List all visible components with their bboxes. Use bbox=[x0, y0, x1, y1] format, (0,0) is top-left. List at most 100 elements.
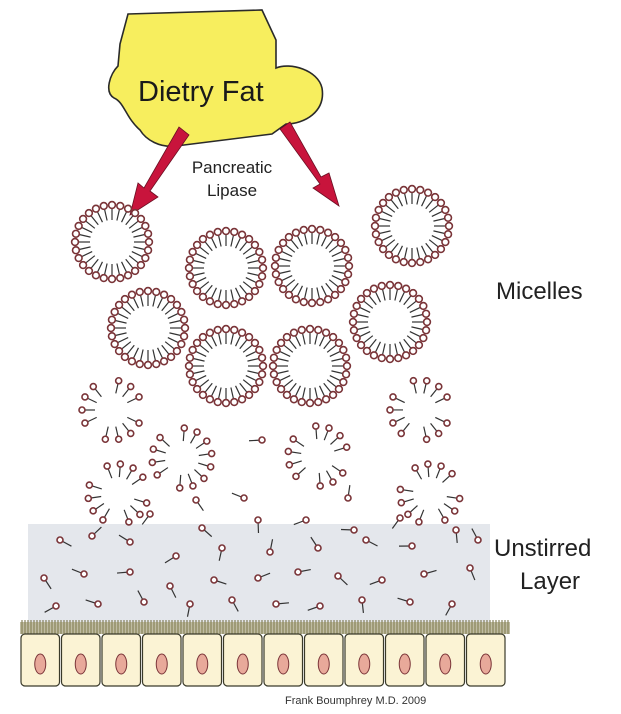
lipid-molecule bbox=[307, 388, 314, 406]
micelle bbox=[72, 202, 153, 283]
lipid-molecule bbox=[412, 465, 421, 479]
lipid-molecule bbox=[145, 288, 152, 306]
lipid-molecule bbox=[317, 473, 323, 489]
lipid-molecule bbox=[188, 474, 196, 489]
lipid-molecule bbox=[398, 499, 413, 506]
lipid-molecule bbox=[390, 394, 405, 403]
enterocyte-cell bbox=[62, 634, 101, 686]
lipid-molecule bbox=[300, 227, 307, 245]
lipid-molecule bbox=[194, 470, 207, 482]
lipid-molecule bbox=[214, 387, 221, 405]
lipid-molecule bbox=[247, 273, 265, 280]
enterocyte-cell bbox=[345, 634, 384, 686]
enterocyte-cell bbox=[467, 634, 506, 686]
micelle bbox=[108, 288, 189, 369]
lipid-molecule bbox=[73, 247, 91, 254]
cell-nucleus bbox=[197, 654, 208, 674]
lipid-molecule bbox=[298, 387, 305, 405]
lipid-molecule bbox=[417, 187, 424, 205]
lipid-molecule bbox=[109, 333, 127, 340]
lipid-molecule bbox=[187, 371, 205, 378]
lipid-molecule bbox=[326, 471, 335, 485]
lipid-molecule bbox=[315, 327, 322, 345]
dissociating-micelle bbox=[397, 461, 462, 525]
lipid-molecule bbox=[232, 493, 247, 501]
lipid-molecule bbox=[136, 289, 143, 307]
lipid-molecule bbox=[248, 363, 266, 370]
lipid-molecule bbox=[351, 327, 369, 334]
lipid-molecule bbox=[317, 227, 324, 245]
lipid-molecule bbox=[409, 186, 416, 204]
lipid-molecule bbox=[231, 387, 238, 405]
lipid-molecule bbox=[196, 438, 210, 448]
lipid-molecule bbox=[334, 263, 352, 270]
lipid-molecule bbox=[124, 510, 132, 525]
micelle bbox=[186, 228, 267, 309]
lipid-molecule bbox=[90, 504, 104, 514]
lipid-molecule bbox=[333, 271, 351, 278]
lipid-molecule bbox=[271, 371, 289, 378]
lipid-molecule bbox=[169, 316, 187, 323]
lipid-molecule bbox=[86, 482, 101, 489]
dissociating-micelle bbox=[285, 423, 349, 489]
lipid-molecule bbox=[416, 510, 424, 525]
lipid-molecule bbox=[286, 461, 301, 468]
lipid-molecule bbox=[133, 247, 151, 254]
lipid-molecule bbox=[223, 290, 230, 308]
lipid-molecule bbox=[395, 283, 402, 301]
lipid-molecule bbox=[108, 325, 126, 332]
lipid-molecule bbox=[333, 254, 351, 261]
unstirred-layer-label-line1: Unstirred bbox=[494, 535, 591, 563]
lipid-molecule bbox=[334, 444, 349, 451]
lipid-molecule bbox=[123, 423, 134, 436]
lipid-molecule bbox=[117, 461, 123, 477]
lipid-molecule bbox=[410, 378, 416, 394]
lipid-molecule bbox=[116, 427, 122, 443]
lipid-molecule bbox=[82, 394, 97, 403]
lipid-molecule bbox=[136, 349, 143, 367]
lipid-molecule bbox=[309, 288, 316, 306]
lipid-molecule bbox=[447, 496, 463, 502]
dissociating-micelle bbox=[85, 461, 149, 525]
lipid-molecule bbox=[331, 354, 349, 361]
lipid-molecule bbox=[231, 289, 238, 307]
lipid-molecule bbox=[132, 474, 146, 484]
lipid-molecule bbox=[272, 263, 290, 270]
lipid-molecule bbox=[387, 407, 403, 413]
micelle bbox=[272, 226, 353, 307]
dietary-fat-label: Dietry Fat bbox=[138, 76, 264, 109]
author-credit: Frank Boumphrey M.D. 2009 bbox=[285, 695, 426, 707]
cell-nucleus bbox=[237, 654, 248, 674]
lipid-molecule bbox=[187, 273, 205, 280]
lipid-molecule bbox=[90, 384, 101, 397]
lipid-molecule bbox=[191, 429, 201, 443]
lipid-molecule bbox=[400, 247, 407, 265]
lipid-molecule bbox=[193, 497, 203, 511]
lipid-molecule bbox=[425, 461, 431, 477]
lipid-molecule bbox=[127, 394, 142, 403]
lipid-molecule bbox=[223, 228, 230, 246]
lipid-molecule bbox=[100, 509, 110, 523]
lipid-molecule bbox=[223, 326, 230, 344]
lipid-molecule bbox=[372, 223, 390, 230]
lipid-molecule bbox=[273, 271, 291, 278]
lipid-molecule bbox=[434, 223, 452, 230]
lipid-molecule bbox=[82, 417, 97, 426]
lipid-molecule bbox=[187, 256, 205, 263]
lipid-molecule bbox=[123, 384, 134, 397]
lipid-molecule bbox=[231, 229, 238, 247]
enterocyte-cell bbox=[183, 634, 222, 686]
cell-nucleus bbox=[278, 654, 289, 674]
cell-nucleus bbox=[75, 654, 86, 674]
micelle bbox=[270, 326, 351, 407]
lipid-molecule bbox=[390, 417, 405, 426]
lipid-molecule bbox=[431, 423, 442, 436]
lipid-molecule bbox=[249, 437, 265, 443]
lipid-molecule bbox=[332, 363, 350, 370]
lipid-molecule bbox=[387, 344, 394, 362]
lipid-molecule bbox=[431, 384, 442, 397]
lipid-molecule bbox=[150, 446, 165, 453]
cell-nucleus bbox=[440, 654, 451, 674]
lipid-molecule bbox=[435, 417, 450, 426]
